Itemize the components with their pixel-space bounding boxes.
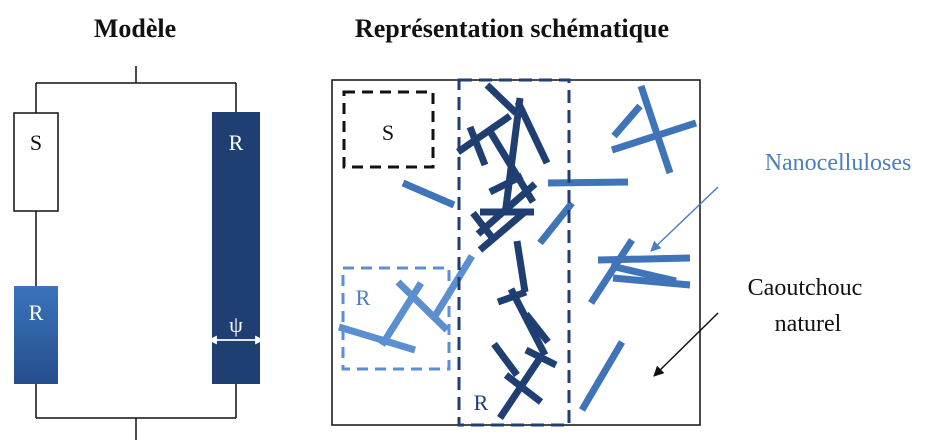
nanocellulose-fiber-11 <box>477 208 529 253</box>
model-circuit <box>35 66 237 440</box>
s-region-label: S <box>382 120 394 145</box>
nanocellulose-fiber-27 <box>597 254 691 264</box>
nanocellulose-fiber-28 <box>612 274 691 289</box>
nanocellulose-label: Nanocelluloses <box>765 150 912 176</box>
nanocellulose-fiber-7 <box>488 172 524 196</box>
s-region-box <box>342 90 435 169</box>
nanocellulose-fiber-29 <box>610 262 677 285</box>
nanocellulose-fiber-31 <box>337 323 417 354</box>
nanocellulose-fiber-4 <box>501 97 524 216</box>
r-parallel-label: R <box>229 130 244 155</box>
nanocellulose-fiber-12 <box>513 240 529 293</box>
nanocellulose-arrow <box>650 186 719 252</box>
nanocellulose-fiber-2 <box>484 82 519 116</box>
nanocellulose-fiber-10 <box>475 181 538 237</box>
r-column-box <box>457 78 571 427</box>
nanocellulose-fiber-5 <box>466 125 489 167</box>
nanocellulose-fiber-24 <box>637 84 674 175</box>
rubber-arrow <box>653 312 719 377</box>
r-region-box <box>341 266 451 371</box>
nanocellulose-fiber-21 <box>537 200 575 246</box>
r-region-label: R <box>356 285 371 310</box>
schematic-title: Représentation schématique <box>355 14 669 43</box>
nanocellulose-fiber-3 <box>514 100 551 165</box>
nanocellulose-fibers <box>337 82 698 420</box>
nanocellulose-fiber-22 <box>547 178 629 187</box>
nanocellulose-fiber-30 <box>578 340 626 412</box>
nanocellulose-fiber-25 <box>611 103 643 139</box>
nanocellulose-fiber-26 <box>588 238 635 305</box>
nanocellulose-fiber-16 <box>491 341 520 378</box>
nanocellulose-fiber-19 <box>503 372 544 405</box>
r-series-element <box>14 286 58 384</box>
nanocellulose-fiber-20 <box>401 179 456 209</box>
nanocellulose-fiber-33 <box>395 279 450 333</box>
rubber-label-line1: Caoutchouc <box>748 275 863 301</box>
s-element-label: S <box>30 130 42 155</box>
nanocellulose-fiber-15 <box>523 311 551 345</box>
r-series-label: R <box>29 300 44 325</box>
nanocellulose-fiber-23 <box>610 119 698 154</box>
rubber-label-line2: naturel <box>775 311 842 337</box>
nanocellulose-fiber-34 <box>432 254 475 318</box>
nanocellulose-fiber-1 <box>456 113 512 155</box>
r-column-label: R <box>474 390 489 415</box>
psi-label: ψ <box>229 312 243 337</box>
model-title: Modèle <box>94 14 176 43</box>
s-element <box>13 112 59 212</box>
